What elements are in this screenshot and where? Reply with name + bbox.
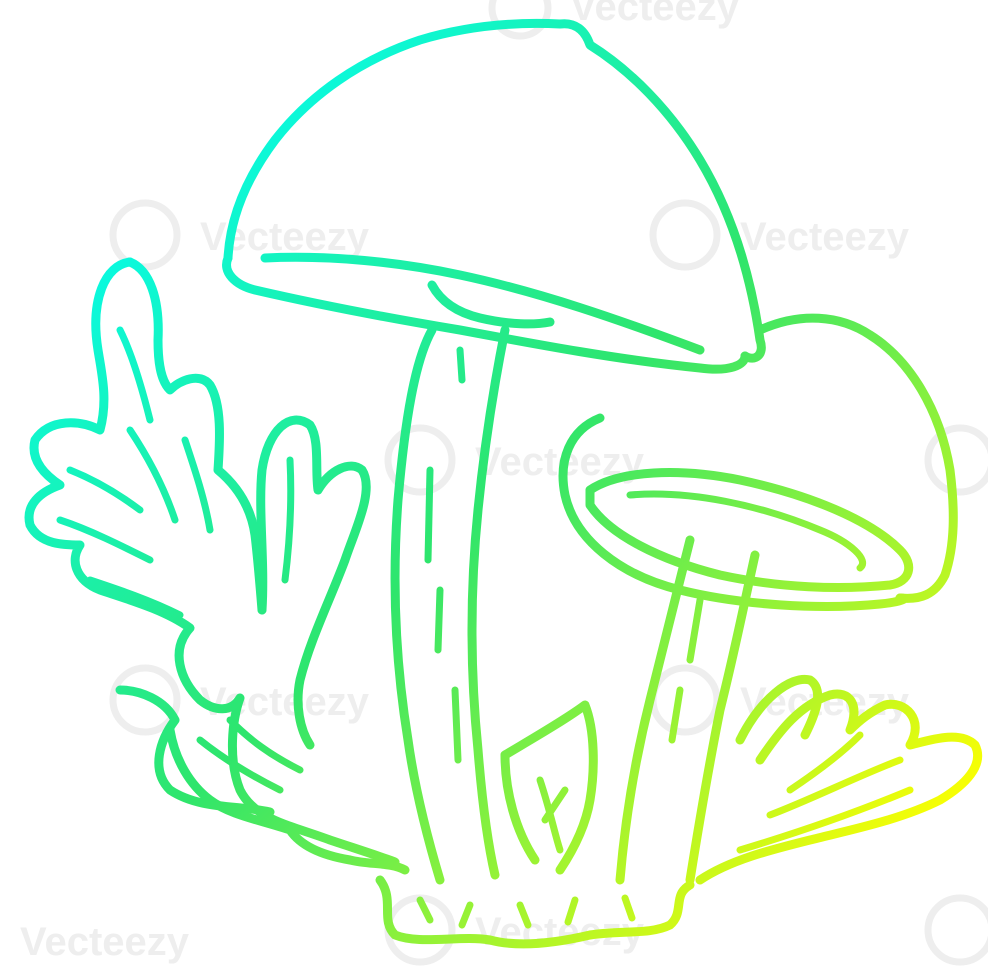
small-stem-left <box>615 535 695 885</box>
stem-mark <box>424 466 434 564</box>
leaf-vein <box>181 436 214 534</box>
watermark-logo-icon <box>649 199 721 271</box>
watermark-logo-icon <box>924 894 988 966</box>
leaf-vein <box>66 466 144 514</box>
leaf-vein <box>56 516 154 564</box>
grass-blade <box>416 896 434 924</box>
large-stem-right <box>467 325 510 880</box>
tall-left-leaf-outer <box>125 257 267 615</box>
small-mushroom <box>558 313 958 885</box>
large-cap-underside <box>260 252 705 355</box>
leaf-vein <box>116 326 154 424</box>
leaf-vein <box>281 456 295 584</box>
base-grass <box>375 700 695 949</box>
grass-blade <box>564 896 579 926</box>
watermark-logo-icon <box>109 199 181 271</box>
stem-mark <box>456 346 466 384</box>
watermark-logo-icon <box>924 424 988 496</box>
large-stem-left <box>390 325 445 885</box>
leaf-vein <box>766 756 904 819</box>
grass-blade <box>458 901 474 929</box>
watermark-layer: Vecteezy Vecteezy Vecteezy Vecteezy Vect… <box>20 0 988 966</box>
watermark-text: Vecteezy <box>200 680 370 724</box>
leaf-vein <box>226 716 304 774</box>
watermark-logo-icon <box>488 0 552 40</box>
large-mushroom <box>222 18 766 885</box>
right-leaves <box>695 674 982 885</box>
watermark-logo-icon <box>384 424 456 496</box>
watermark-logo-icon <box>109 664 181 736</box>
leaf-vein <box>536 776 564 854</box>
grass-blade <box>621 894 636 922</box>
watermark-text: Vecteezy <box>570 0 740 29</box>
small-cap-top <box>755 313 958 603</box>
watermark-text: Vecteezy <box>740 215 910 259</box>
small-cap-gill-inner <box>626 490 866 572</box>
leaf-vein <box>196 736 284 794</box>
lower-left-leaf <box>165 725 410 875</box>
stem-mark <box>686 596 704 664</box>
stem-mark <box>451 686 462 764</box>
leaf-vein <box>126 426 179 524</box>
bottom-left-leaf <box>115 685 275 817</box>
left-leaves <box>24 257 410 875</box>
watermark-row-4: Vecteezy Vecteezy <box>20 894 988 966</box>
small-stem-right <box>685 550 760 885</box>
large-cap-top <box>223 18 766 363</box>
watermark-text: Vecteezy <box>20 920 190 964</box>
leaf-vein <box>541 786 569 824</box>
large-cap-rim <box>222 253 750 374</box>
right-upper-leaf <box>735 674 823 745</box>
grass-blade <box>516 901 532 929</box>
right-lower-leaf <box>695 689 982 885</box>
watermark-logo-icon <box>649 664 721 736</box>
grass-base <box>375 875 695 949</box>
watermark-top: Vecteezy <box>488 0 740 40</box>
middle-left-leaf <box>256 415 371 750</box>
center-leaf-left <box>500 750 540 865</box>
center-leaf <box>500 700 598 875</box>
stem-mark <box>668 686 684 744</box>
tall-left-leaf <box>24 257 400 867</box>
large-gill-ring <box>427 280 555 329</box>
leaf-vein <box>86 576 184 619</box>
leaf-vein <box>736 786 914 854</box>
stem-mark <box>434 586 444 654</box>
leaf-vein <box>786 731 864 794</box>
